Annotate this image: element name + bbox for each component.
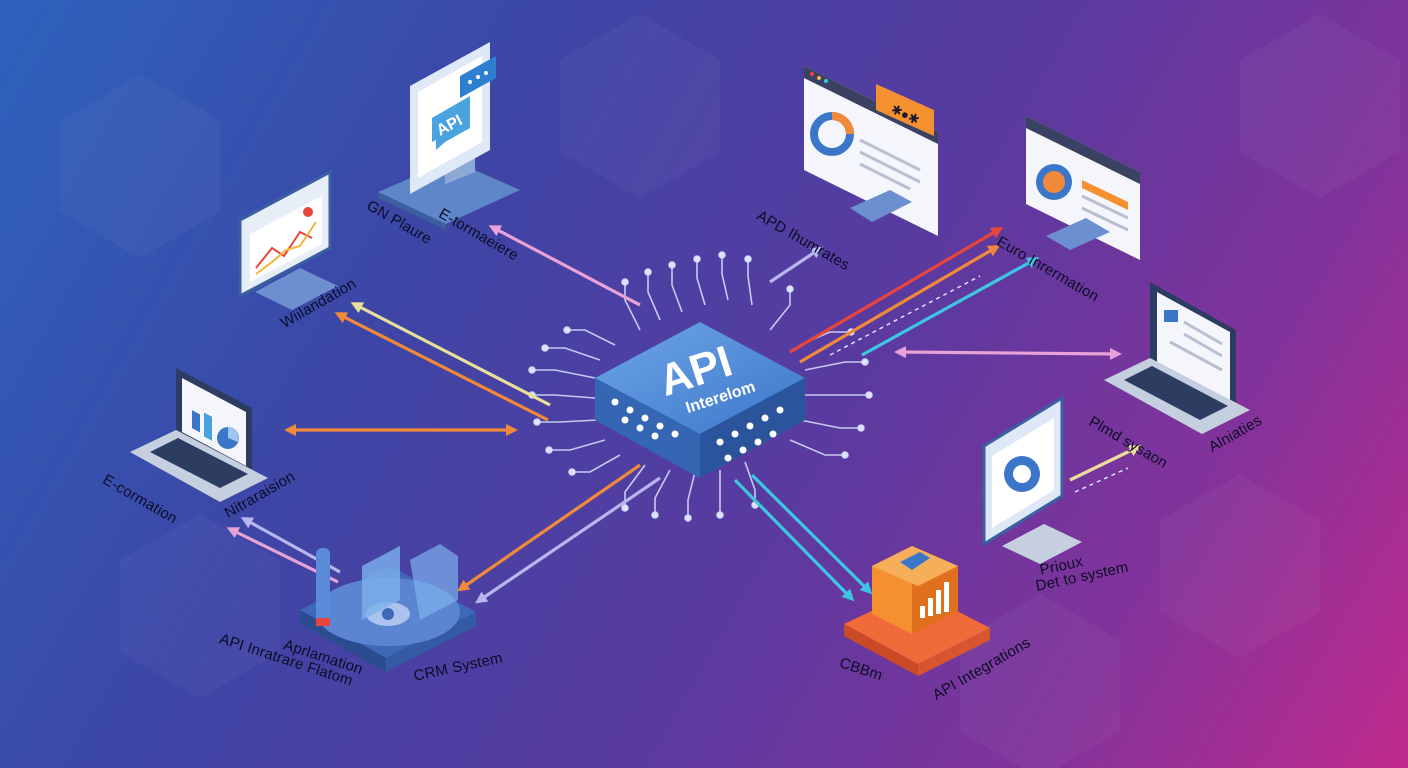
- gear-platform: [300, 544, 476, 672]
- api-chat-monitor: [378, 42, 520, 230]
- chart-monitor: [238, 169, 338, 310]
- api-hub: [595, 322, 805, 478]
- crm-box: [844, 546, 990, 676]
- sync-monitor: [982, 395, 1082, 564]
- analytics-window: [804, 66, 938, 236]
- laptop-right: [1104, 282, 1250, 434]
- profile-window: [1026, 116, 1140, 260]
- connection-arrows: [226, 225, 1142, 604]
- laptop-dashboard: [130, 368, 268, 502]
